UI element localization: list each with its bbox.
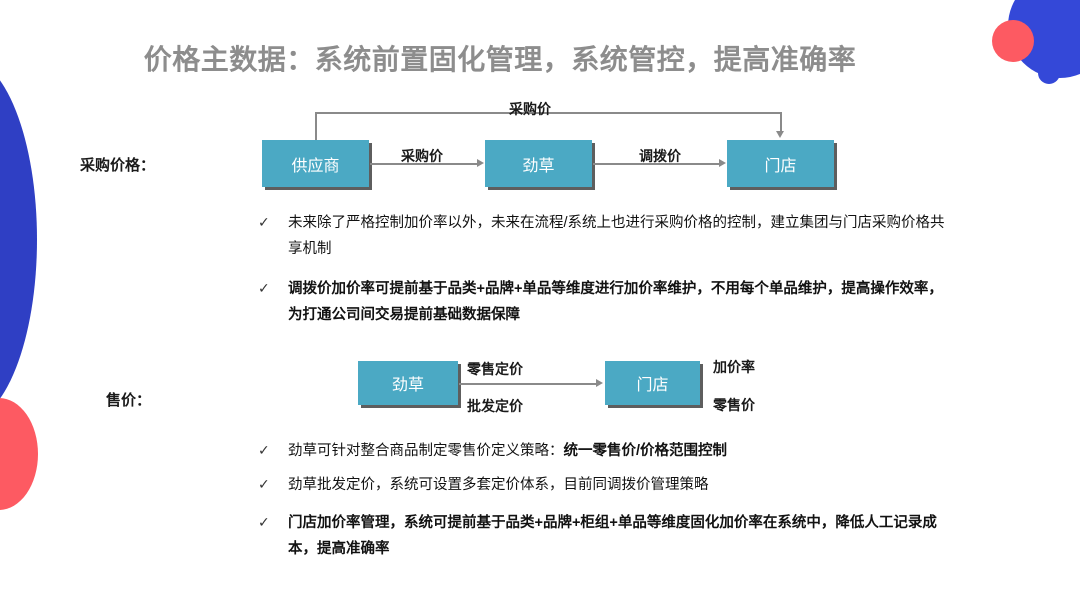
decorative-small-blue-circle-top-right (1038, 62, 1060, 84)
node-supplier[interactable]: 供应商 (262, 140, 369, 187)
check-icon: ✓ (258, 214, 270, 230)
arrowhead-down-icon (776, 131, 784, 138)
arc-connector-horizontal (315, 112, 781, 114)
node-jincao-purchase[interactable]: 劲草 (485, 140, 592, 187)
arrowhead-right-icon (596, 379, 603, 387)
list-item: ✓ 劲草可针对整合商品制定零售价定义策略：统一零售价/价格范围控制 (258, 438, 948, 464)
bullet-list-purchase: ✓ 未来除了严格控制加价率以外，未来在流程/系统上也进行采购价格的控制，建立集团… (258, 210, 948, 342)
check-icon: ✓ (258, 280, 270, 296)
bullet-text: 劲草可针对整合商品制定零售价定义策略：统一零售价/价格范围控制 (288, 438, 948, 464)
edge-label-retail-pricing: 零售定价 (467, 361, 523, 377)
list-item: ✓ 未来除了严格控制加价率以外，未来在流程/系统上也进行采购价格的控制，建立集团… (258, 210, 948, 262)
edge-label-purchase-price: 采购价 (401, 148, 443, 164)
edge-label-transfer-price: 调拨价 (639, 148, 681, 164)
list-item: ✓ 劲草批发定价，系统可设置多套定价体系，目前同调拨价管理策略 (258, 472, 948, 498)
bullet-text: 未来除了严格控制加价率以外，未来在流程/系统上也进行采购价格的控制，建立集团与门… (288, 215, 945, 257)
bullet-text: 劲草批发定价，系统可设置多套定价体系，目前同调拨价管理策略 (288, 477, 709, 493)
decorative-red-circle-top-right (992, 20, 1034, 62)
section-label-sale-price: 售价： (106, 392, 152, 409)
side-label-markup-rate: 加价率 (713, 359, 755, 375)
bullet-text: 门店加价率管理，系统可提前基于品类+品牌+柜组+单品等维度固化加价率在系统中，降… (288, 515, 937, 557)
decorative-red-circle-left (0, 398, 38, 510)
arrowhead-right-icon (719, 159, 726, 167)
bullet-text-segment-bold: 统一零售价/价格范围控制 (563, 443, 728, 459)
bullet-list-sale: ✓ 劲草可针对整合商品制定零售价定义策略：统一零售价/价格范围控制 ✓ 劲草批发… (258, 438, 948, 576)
connector-jincao-to-store (593, 163, 720, 165)
check-icon: ✓ (258, 476, 270, 492)
arc-connector-vertical-start (315, 112, 317, 141)
bullet-text: 调拨价加价率可提前基于品类+品牌+单品等维度进行加价率维护，不用每个单品维护，提… (288, 281, 943, 323)
arc-connector-vertical-end (780, 112, 782, 134)
list-item: ✓ 门店加价率管理，系统可提前基于品类+品牌+柜组+单品等维度固化加价率在系统中… (258, 510, 948, 562)
connector-jincao-to-store-sale (459, 383, 597, 385)
check-icon: ✓ (258, 442, 270, 458)
node-jincao-sale[interactable]: 劲草 (358, 361, 458, 405)
bullet-text-segment: 劲草可针对整合商品制定零售价定义策略： (288, 443, 564, 459)
edge-label-wholesale-pricing: 批发定价 (467, 398, 523, 414)
edge-label-arc-purchase-price: 采购价 (509, 101, 551, 117)
connector-supplier-to-jincao (370, 163, 478, 165)
check-icon: ✓ (258, 514, 270, 530)
page-title: 价格主数据：系统前置固化管理，系统管控，提高准确率 (143, 44, 857, 75)
decorative-blue-ellipse-left (0, 57, 37, 422)
node-store-purchase[interactable]: 门店 (727, 140, 834, 187)
side-label-retail-price: 零售价 (713, 397, 755, 413)
arrowhead-right-icon (477, 159, 484, 167)
list-item: ✓ 调拨价加价率可提前基于品类+品牌+单品等维度进行加价率维护，不用每个单品维护… (258, 276, 948, 328)
section-label-purchase-price: 采购价格： (80, 157, 156, 174)
node-store-sale[interactable]: 门店 (605, 361, 700, 405)
